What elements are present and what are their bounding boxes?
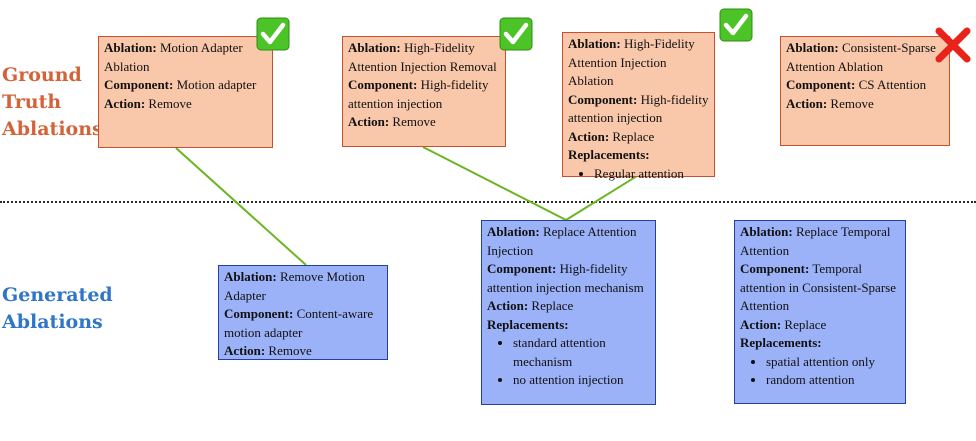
component-value: Motion adapter (176, 77, 257, 92)
replacement-item: Regular attention (594, 165, 709, 184)
ablation-value: Motion Adapter Ablation (104, 40, 243, 74)
ablation-key: Ablation: (740, 224, 793, 239)
action-value: Replace (784, 316, 827, 332)
component-key: Component: (740, 261, 810, 276)
match-link (422, 146, 567, 221)
ablation-key: Ablation: (786, 40, 839, 55)
action-key: Action: (740, 316, 782, 332)
cross-mark-icon (935, 27, 971, 63)
action-key: Action: (348, 114, 390, 129)
ablation-key: Ablation: (104, 40, 157, 55)
match-link (175, 147, 307, 266)
gt-ablation-card: Ablation: Motion Adapter Ablation Compon… (98, 36, 273, 148)
gt-ablation-card: Ablation: High-Fidelity Attention Inject… (342, 36, 506, 147)
action-value: Replace (612, 128, 655, 144)
gt-ablation-card: Ablation: Consistent-Sparse Attention Ab… (780, 36, 950, 146)
replacement-item: random attention (766, 371, 900, 390)
generated-label: Generated Ablations (2, 282, 113, 336)
ablation-key: Ablation: (487, 224, 540, 239)
generated-ablation-card: Ablation: Remove Motion Adapter Componen… (218, 265, 388, 360)
ground-truth-label: Ground Truth Ablations (2, 62, 103, 143)
generated-label-line: Ablations (2, 311, 103, 333)
ablation-value: Remove Motion Adapter (224, 269, 365, 303)
component-key: Component: (348, 77, 418, 92)
ablation-value: Replace Temporal Attention (740, 224, 891, 258)
action-value: Remove (148, 95, 192, 111)
action-value: Remove (268, 343, 312, 358)
ablation-key: Ablation: (568, 36, 621, 51)
action-key: Action: (104, 95, 146, 111)
ground-truth-label-line: Truth (2, 91, 62, 113)
replacement-item: no attention injection (513, 371, 650, 390)
action-value: Remove (830, 95, 874, 111)
action-key: Action: (786, 95, 828, 111)
component-value: High-fidelity attention injection mechan… (487, 261, 644, 295)
ablation-value: Consistent-Sparse Attention Ablation (786, 40, 936, 74)
gt-ablation-card: Ablation: High-Fidelity Attention Inject… (562, 32, 715, 181)
ground-truth-label-line: Ground (2, 64, 82, 86)
generated-label-line: Generated (2, 284, 113, 306)
replacements-key: Replacements: (487, 316, 569, 332)
replacements-list: Regular attention (568, 165, 709, 184)
check-mark-icon (499, 17, 533, 51)
ground-truth-label-line: Ablations (2, 118, 103, 140)
replacements-key: Replacements: (740, 335, 822, 350)
replacement-item: standard attention mechanism (513, 334, 650, 371)
replacement-item: spatial attention only (766, 353, 900, 372)
generated-ablation-card: Ablation: Replace Attention Injection Co… (481, 220, 656, 405)
component-value: High-fidelity attention injection (348, 77, 489, 111)
ablation-key: Ablation: (224, 269, 277, 284)
component-key: Component: (224, 306, 294, 321)
ablation-value: Replace Attention Injection (487, 224, 637, 258)
component-key: Component: (104, 77, 174, 92)
action-key: Action: (487, 298, 529, 313)
component-key: Component: (786, 77, 856, 92)
component-value: CS Attention (858, 77, 927, 92)
replacements-list: standard attention mechanism no attentio… (487, 334, 650, 390)
action-key: Action: (224, 343, 266, 358)
ablation-value: High-Fidelity Attention Injection Remova… (348, 40, 497, 74)
check-mark-icon (719, 8, 753, 42)
ablation-value: High-Fidelity Attention Injection Ablati… (568, 36, 695, 88)
check-mark-icon (256, 17, 290, 51)
generated-ablation-card: Ablation: Replace Temporal Attention Com… (734, 220, 906, 404)
replacements-key: Replacements: (568, 147, 650, 162)
component-value: Content-aware motion adapter (224, 306, 374, 340)
component-value: High-fidelity attention injection (568, 91, 709, 126)
component-key: Component: (487, 261, 557, 276)
section-divider (0, 201, 976, 203)
action-value: Replace (531, 298, 574, 313)
ablation-key: Ablation: (348, 40, 401, 55)
replacements-list: spatial attention only random attention (740, 353, 900, 390)
action-key: Action: (568, 128, 610, 144)
component-value: Temporal attention in Consistent-Sparse … (740, 261, 896, 313)
action-value: Remove (392, 114, 436, 129)
component-key: Component: (568, 91, 638, 107)
match-link (565, 175, 638, 221)
